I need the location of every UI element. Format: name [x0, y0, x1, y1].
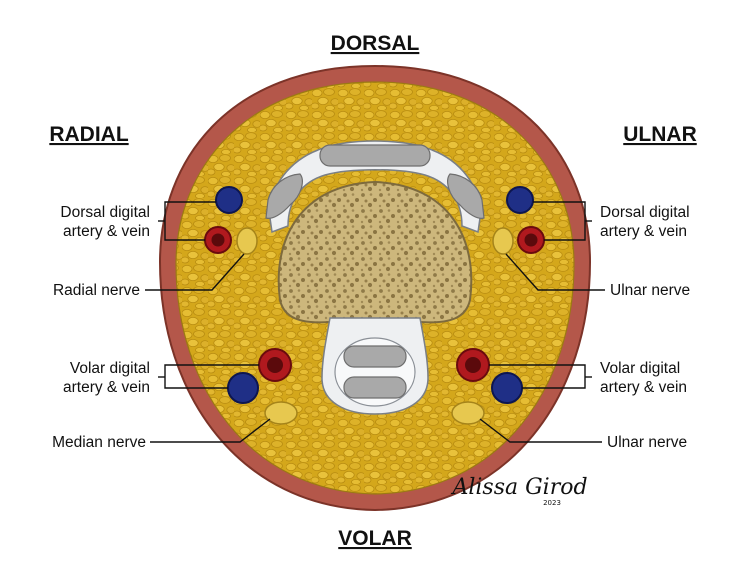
volar-title: VOLAR	[338, 527, 412, 550]
dorsal-title: DORSAL	[331, 32, 420, 55]
label-right-volar-vessels-line1: Volar digital	[600, 360, 680, 377]
label-left-dorsal-vessels-line1: Dorsal digital	[60, 204, 150, 221]
artery-lumen	[524, 233, 538, 247]
radial-title: RADIAL	[49, 123, 128, 146]
label-right-dorsal-vessels-line1: Dorsal digital	[600, 204, 690, 221]
artery-lumen	[465, 357, 481, 373]
flexor-digitorum-superficialis	[343, 345, 407, 368]
lateral-band-radial	[265, 173, 303, 219]
artery-lumen	[211, 233, 225, 247]
dorsal-digital-vein-ulnar	[506, 186, 534, 214]
signature-name: Alissa Girod	[450, 475, 587, 500]
label-right-volar-vessels-line2: artery & vein	[600, 379, 687, 396]
extensor-sheath	[269, 140, 481, 234]
volar-digital-vein-radial	[227, 372, 259, 404]
label-ulnar-nerve-volar: Ulnar nerve	[607, 434, 687, 451]
ulnar-nerve-dorsal	[492, 227, 514, 255]
leader-ulnar-nerve-dorsal	[505, 253, 605, 291]
extensor-tendon-central	[319, 144, 431, 167]
artist-signature: Alissa Girod 2023	[450, 475, 587, 507]
signature-year: 2023	[543, 499, 561, 507]
leader-radial-nerve	[145, 253, 245, 291]
volar-digital-vein-ulnar	[491, 372, 523, 404]
artery-lumen	[267, 357, 283, 373]
median-nerve	[264, 401, 298, 425]
label-median-nerve: Median nerve	[52, 434, 146, 451]
label-left-volar-vessels-line1: Volar digital	[70, 360, 150, 377]
phalanx-bone	[277, 180, 473, 324]
lateral-band-ulnar	[447, 173, 485, 219]
radial-nerve	[236, 227, 258, 255]
label-left-volar-vessels-line2: artery & vein	[63, 379, 150, 396]
leader-median-nerve	[150, 418, 271, 443]
ulnar-nerve-volar	[451, 401, 485, 425]
flexor-digitorum-profundus	[343, 376, 407, 399]
ulnar-title: ULNAR	[623, 123, 697, 146]
label-right-dorsal-vessels-line2: artery & vein	[600, 223, 687, 240]
leader-ulnar-nerve-volar	[479, 418, 602, 443]
label-left-dorsal-vessels-line2: artery & vein	[63, 223, 150, 240]
dorsal-digital-vein-radial	[215, 186, 243, 214]
label-ulnar-nerve-dorsal: Ulnar nerve	[610, 282, 690, 299]
label-radial-nerve: Radial nerve	[53, 282, 140, 299]
